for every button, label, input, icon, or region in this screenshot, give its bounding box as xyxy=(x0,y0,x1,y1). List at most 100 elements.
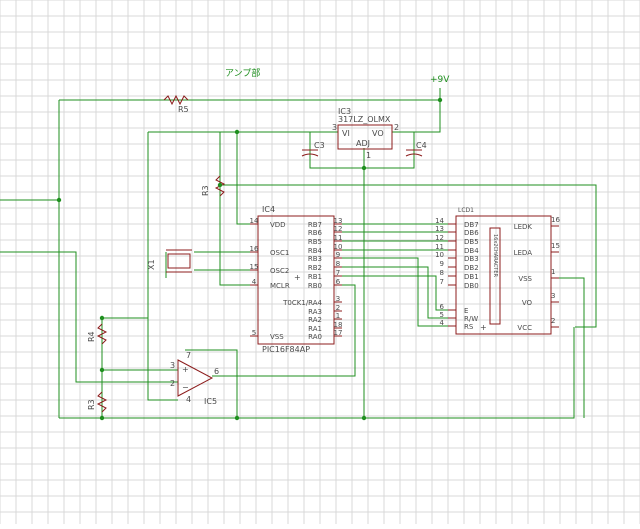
lcd-pin-name: DB5 xyxy=(464,238,479,246)
lcd-pin-name: DB0 xyxy=(464,282,479,290)
lcd-pin-number: 11 xyxy=(435,243,444,251)
junction-dot xyxy=(99,415,105,421)
lcd-pin-number: 15 xyxy=(551,242,560,250)
lcd-pin-name: DB6 xyxy=(464,229,479,237)
regulator-name: IC3 xyxy=(338,107,351,116)
wire-left-feed xyxy=(147,132,178,401)
osc-label: X1 xyxy=(147,259,156,270)
junction-dot xyxy=(361,415,367,421)
pic-pin-number: 1 xyxy=(336,312,340,320)
wire-ground xyxy=(59,327,575,419)
lcd-pin-number: 8 xyxy=(440,269,444,277)
opamp-pin-plus: 3 xyxy=(170,361,175,370)
wire-opamp-top xyxy=(185,349,238,418)
regulator-pin-vo: 2 xyxy=(394,123,399,132)
lcd-pin-name: DB1 xyxy=(464,273,479,281)
regulator-part: 317LZ_OLMX xyxy=(338,115,391,124)
lcd-vertical-text: 16x2CHARACTER xyxy=(492,234,498,277)
wire-input2 xyxy=(0,251,178,383)
junction-dot xyxy=(56,197,62,203)
pic-pin-name: T0CK1/RA4 xyxy=(282,299,322,307)
lcd-pin-number: 13 xyxy=(435,225,444,233)
pic-pin-name: VDD xyxy=(270,221,286,229)
lcd-pin-number: 1 xyxy=(551,268,555,276)
lcd-pin-name: R/W xyxy=(464,315,478,323)
pic-pin-name: RB6 xyxy=(308,229,323,237)
junctions xyxy=(56,97,443,421)
pic-pin-number: 3 xyxy=(336,295,340,303)
crystal-body xyxy=(167,253,191,269)
lcd-pin-number: 4 xyxy=(440,319,445,327)
opamp-pin-out: 6 xyxy=(214,367,219,376)
lcd-pin-number: 5 xyxy=(440,311,444,319)
pic-pin-name: RA3 xyxy=(308,308,322,316)
pic-pin-name: RB1 xyxy=(308,273,322,281)
junction-dot xyxy=(361,165,367,171)
pic-pin-name: OSC2 xyxy=(270,267,289,275)
pic-pin-number: 12 xyxy=(334,225,343,233)
opamp-pin-bottom: 4 xyxy=(186,395,191,404)
lcd-pin-name: DB7 xyxy=(464,221,479,229)
wire-opamp-out xyxy=(212,284,356,377)
lcd-pin-number: 12 xyxy=(435,234,444,242)
regulator-pin-adj: 1 xyxy=(366,151,371,160)
resistor-r5 xyxy=(163,94,189,106)
pic-pin-name: RB2 xyxy=(308,264,322,272)
junction-dot xyxy=(99,315,105,321)
regulator-pin-vi: 3 xyxy=(332,123,337,132)
lcd-pin-number: 6 xyxy=(440,303,445,311)
wire-rail2 xyxy=(220,184,597,328)
pin-stubs xyxy=(250,223,559,337)
lcd-pin-name: LEDA xyxy=(514,249,533,257)
junction-dot xyxy=(217,182,223,188)
opamp-pin-top: 7 xyxy=(186,351,191,360)
wire-rb1 xyxy=(334,275,456,311)
pic-pin-name: MCLR xyxy=(270,282,290,290)
pic-pin-name: RA1 xyxy=(308,325,322,333)
pic-pin-number: 16 xyxy=(250,245,259,253)
pic-pin-name: RB4 xyxy=(308,247,323,255)
lcd-center-mark: + xyxy=(480,323,487,332)
r3-top-label: R3 xyxy=(201,185,210,196)
pic-pin-number: 14 xyxy=(250,217,259,225)
power-label: +9V xyxy=(430,75,450,85)
wire-rb3 xyxy=(334,257,456,327)
lcd-name: LCD1 xyxy=(458,207,474,214)
r3-bottom-label: R3 xyxy=(87,399,96,410)
c3-label: C3 xyxy=(314,141,325,150)
pic-box xyxy=(257,215,335,345)
pic-pin-name: VSS xyxy=(270,333,284,341)
wire-c3 xyxy=(309,132,415,169)
pic-pin-number: 7 xyxy=(336,269,340,277)
resistor-r4 xyxy=(96,323,108,345)
pic-pin-number: 8 xyxy=(336,260,340,268)
junction-dot xyxy=(234,415,240,421)
lcd-inner xyxy=(489,227,501,325)
cap-c3-b xyxy=(301,153,319,157)
lcd-pin-name: DB4 xyxy=(464,247,479,255)
resistor-r3-bottom xyxy=(96,391,108,413)
pic-name: IC4 xyxy=(262,205,275,214)
wire-lcd-right xyxy=(551,277,585,418)
wire-power xyxy=(392,88,441,133)
lcd-pin-name: DB2 xyxy=(464,264,479,272)
pic-pin-number: 10 xyxy=(334,243,343,251)
lcd-pin-name: VCC xyxy=(517,324,532,332)
lcd-pin-name: E xyxy=(464,307,468,315)
pic-pin-number: 9 xyxy=(336,251,340,259)
junction-dot xyxy=(99,367,105,373)
lcd-pin-number: 9 xyxy=(440,260,444,268)
pic-center-mark: + xyxy=(294,273,301,282)
cap-c4-b xyxy=(405,153,423,157)
pic-pin-number: 18 xyxy=(334,321,343,329)
pic-pin-number: 5 xyxy=(252,329,256,337)
lcd-box xyxy=(455,215,552,335)
pic-pin-number: 17 xyxy=(334,329,343,337)
regulator-box xyxy=(337,124,393,150)
pic-pin-name: RA0 xyxy=(308,333,322,341)
pic-pin-name: RB3 xyxy=(308,255,322,263)
junction-dot xyxy=(234,129,240,135)
